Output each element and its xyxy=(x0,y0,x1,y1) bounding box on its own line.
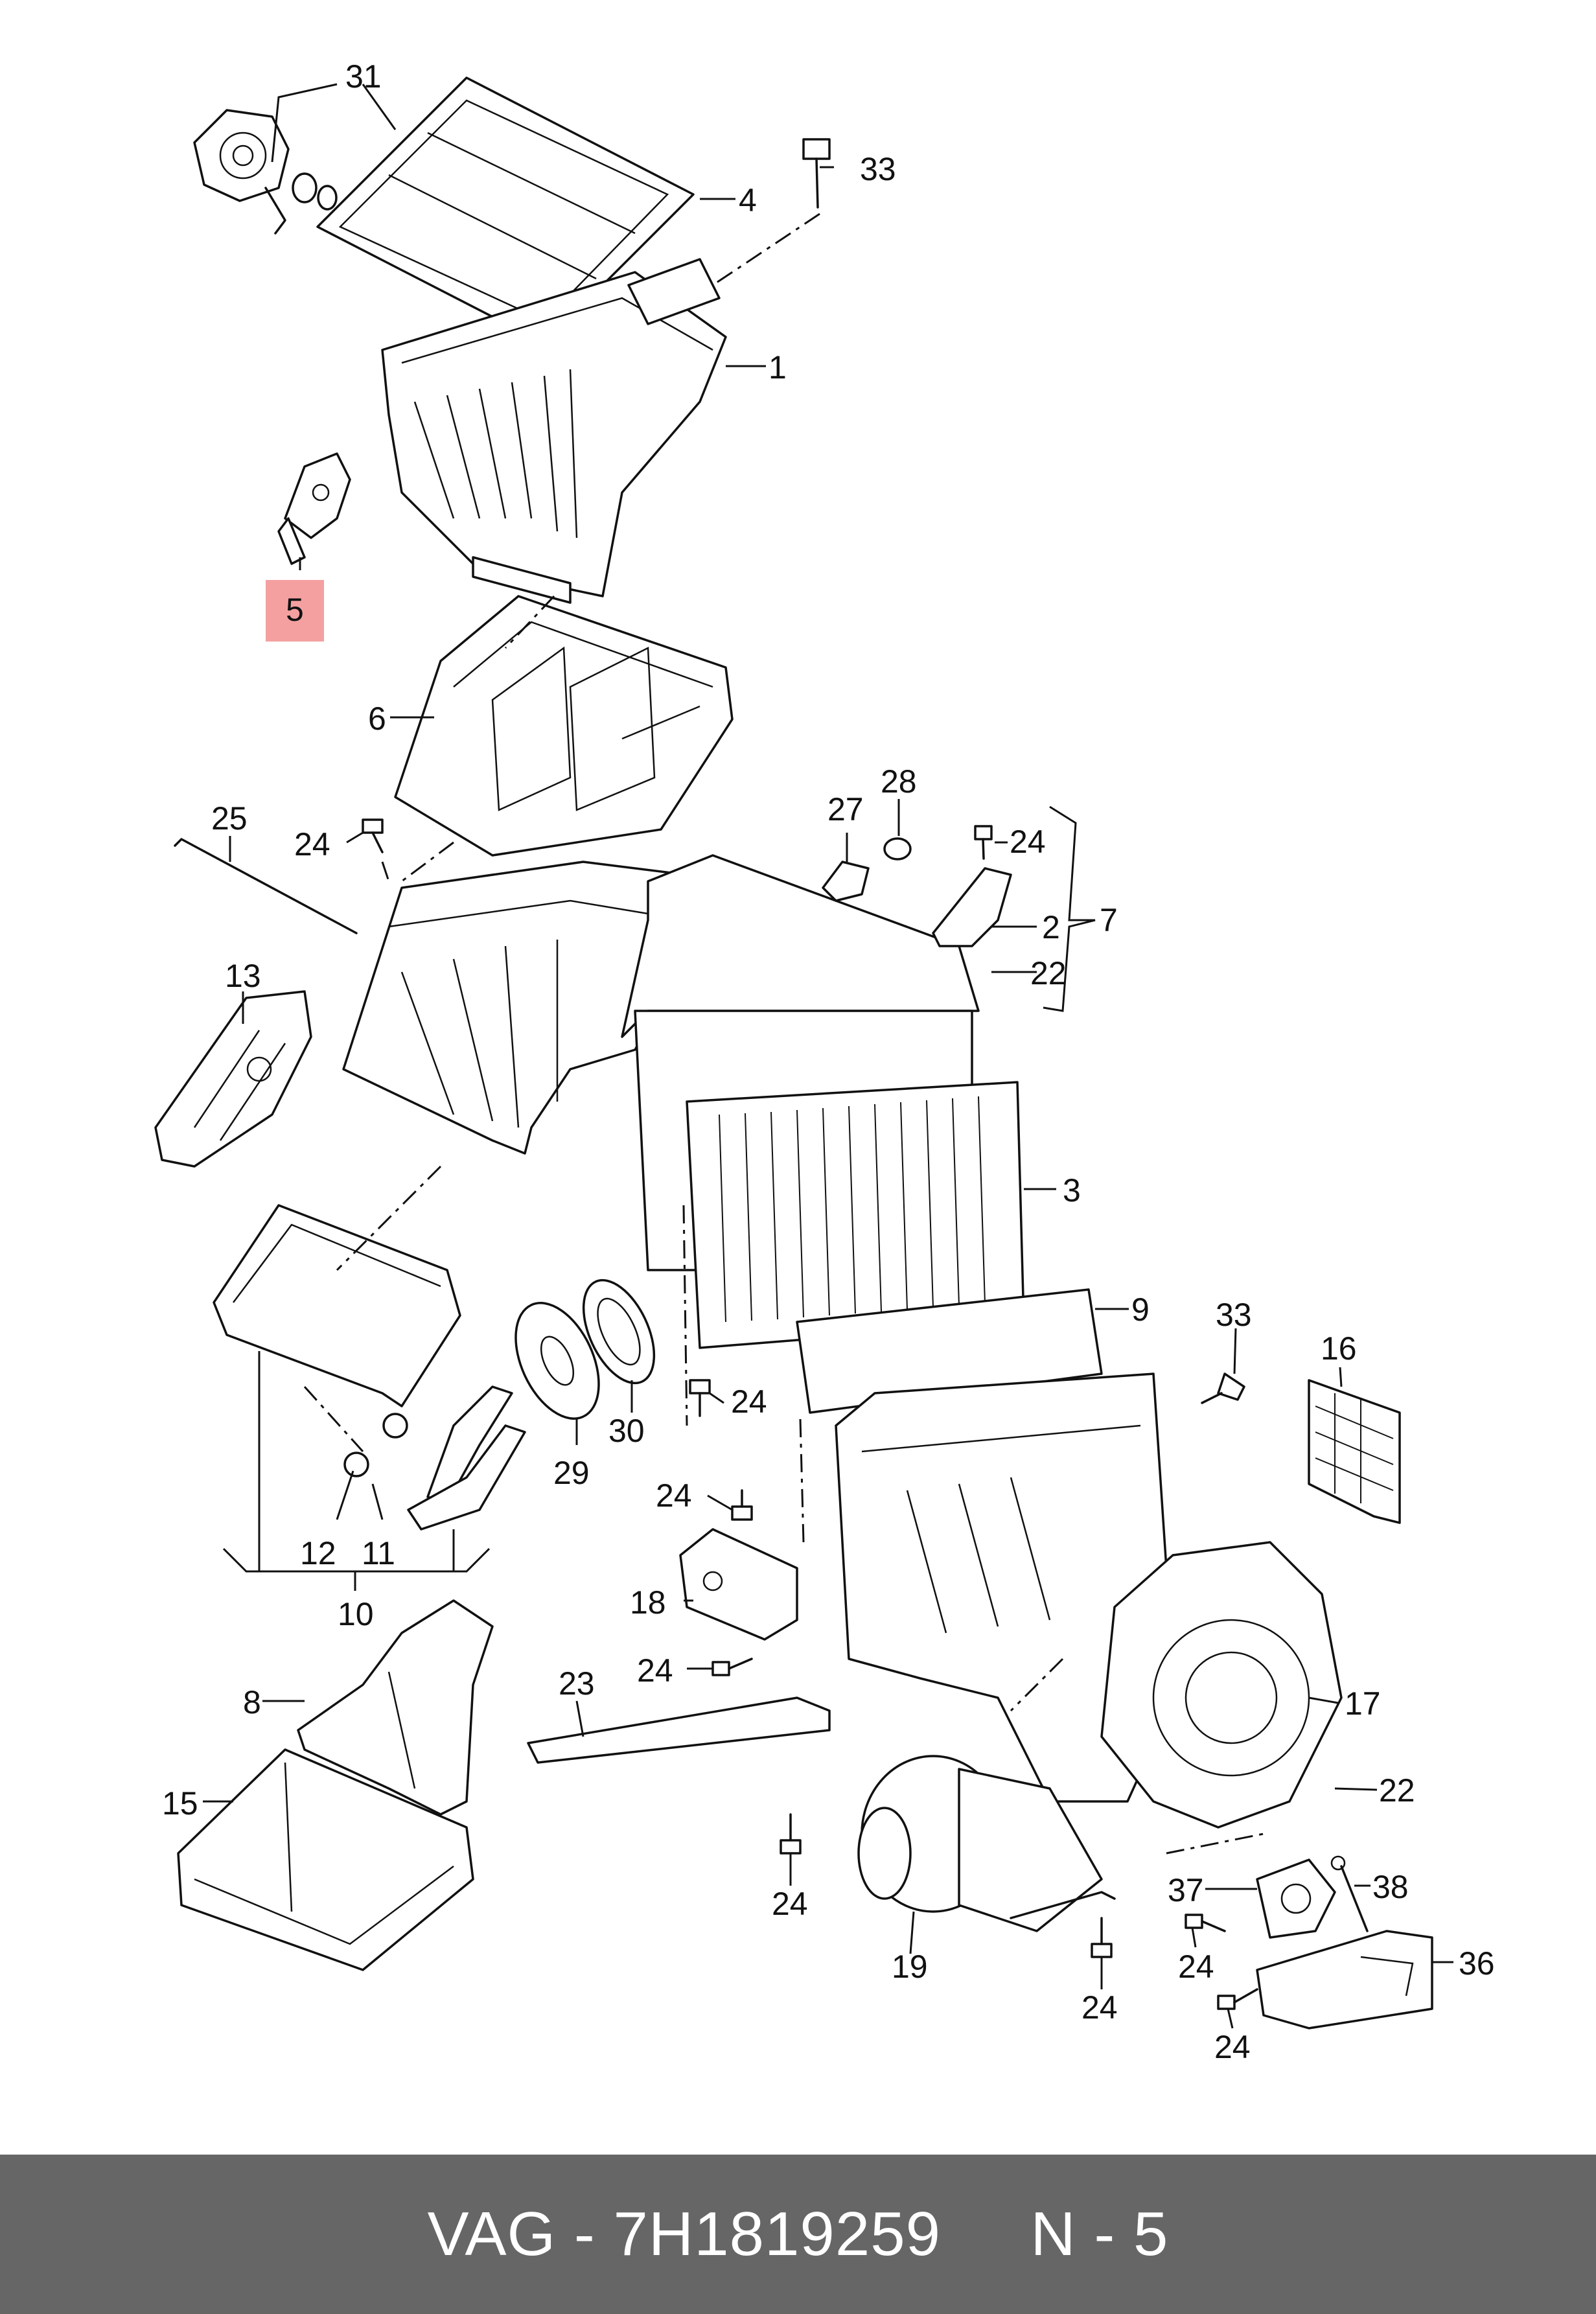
callout-13: 13 xyxy=(225,958,261,994)
callout-22-b: 22 xyxy=(1379,1772,1415,1809)
part-18-servo xyxy=(679,1528,798,1641)
part-25-rod xyxy=(174,838,358,934)
callout-25: 25 xyxy=(211,800,248,837)
screw-24c xyxy=(689,1379,711,1417)
callout-22-a: 22 xyxy=(1030,955,1067,991)
part-27-connector xyxy=(822,837,912,902)
part-3-evaporator xyxy=(634,1010,1025,1349)
part-31-actuator xyxy=(193,109,338,235)
callout-1: 1 xyxy=(769,349,787,386)
callout-27: 27 xyxy=(827,791,864,827)
callout-28: 28 xyxy=(881,763,917,800)
callout-24-f: 24 xyxy=(772,1886,808,1922)
callout-19: 19 xyxy=(892,1949,928,1985)
part-15-tray xyxy=(177,1748,474,1971)
part-29-grommet xyxy=(515,1302,600,1420)
callout-33: 33 xyxy=(860,151,896,187)
callout-17: 17 xyxy=(1345,1685,1381,1722)
part-4-filter-frame xyxy=(316,76,695,345)
callout-24-a: 24 xyxy=(294,826,330,862)
callout-10: 10 xyxy=(338,1596,374,1632)
screw-24g xyxy=(1185,1914,1226,1932)
callout-11: 11 xyxy=(362,1535,395,1571)
screw-24e xyxy=(711,1658,753,1676)
callout-2: 2 xyxy=(1042,909,1060,945)
callout-24-c: 24 xyxy=(731,1383,767,1420)
callout-16: 16 xyxy=(1321,1330,1357,1367)
part-6-intermediate-housing xyxy=(394,595,734,857)
part-17-blower-housing xyxy=(835,1372,1343,1829)
callout-6: 6 xyxy=(368,700,386,737)
parts-diagram: 31 33 4 1 5 6 25 24 27 28 24 2 7 22 13 3… xyxy=(154,58,1495,2065)
part-2-bracket xyxy=(932,867,1012,947)
part-16-mesh xyxy=(1308,1379,1401,1524)
part-36-bracket xyxy=(1256,1930,1433,2030)
part-13-side-actuator xyxy=(154,990,312,1168)
screw-24i xyxy=(1217,1988,1258,2010)
part-38-link xyxy=(1330,1855,1369,1932)
screw-24d xyxy=(731,1489,753,1521)
part-30-grommet xyxy=(582,1278,656,1385)
callout-30: 30 xyxy=(608,1413,645,1449)
callout-3: 3 xyxy=(1063,1172,1081,1209)
callout-24-i: 24 xyxy=(1214,2029,1251,2065)
part-19-blower-motor xyxy=(857,1755,1116,1932)
leader-lines xyxy=(203,83,1453,2029)
callout-12: 12 xyxy=(300,1535,336,1571)
callout-23: 23 xyxy=(559,1665,595,1702)
callout-18: 18 xyxy=(630,1584,666,1621)
callout-labels: 31 33 4 1 5 6 25 24 27 28 24 2 7 22 13 3… xyxy=(162,58,1495,2065)
part-37-actuator xyxy=(1256,1858,1336,1939)
part-8-air-duct xyxy=(297,1599,494,1816)
callout-36: 36 xyxy=(1459,1945,1495,1982)
lower-housing xyxy=(342,854,980,1155)
part-1-upper-housing xyxy=(381,258,727,604)
callout-37: 37 xyxy=(1168,1872,1204,1908)
part-5-bracket xyxy=(277,452,351,565)
screw-24a xyxy=(362,818,384,853)
callout-24-d: 24 xyxy=(656,1477,692,1514)
part-23-strip xyxy=(527,1696,831,1764)
callout-9: 9 xyxy=(1131,1291,1150,1328)
callout-5: 5 xyxy=(286,592,304,628)
group-bracket-10 xyxy=(222,1351,491,1591)
screw-24f xyxy=(780,1813,802,1855)
part-number-text: VAG - 7H1819259 N - 5 xyxy=(427,2199,1169,2269)
screw-24h xyxy=(1091,1917,1113,1958)
callout-24-g: 24 xyxy=(1178,1949,1214,1985)
screw-33a xyxy=(802,138,831,209)
callout-24-h: 24 xyxy=(1081,1989,1118,2026)
callout-5-highlight xyxy=(266,580,324,642)
part-10-heater-core xyxy=(213,1204,526,1531)
callout-7: 7 xyxy=(1100,902,1118,938)
callout-24-e: 24 xyxy=(637,1652,673,1689)
screw-33b xyxy=(1201,1372,1245,1404)
part-number-footer: VAG - 7H1819259 N - 5 xyxy=(0,2155,1596,2314)
callout-8: 8 xyxy=(243,1684,261,1720)
screw-24b xyxy=(974,825,993,860)
group-bracket-7 xyxy=(1043,805,1096,1012)
callout-38: 38 xyxy=(1372,1869,1409,1905)
callout-4: 4 xyxy=(739,182,757,218)
callout-24-b: 24 xyxy=(1010,824,1046,860)
callout-31: 31 xyxy=(345,58,382,95)
callout-29: 29 xyxy=(553,1455,590,1491)
callout-15: 15 xyxy=(162,1785,198,1822)
assembly-lines xyxy=(303,213,1264,1855)
callout-33-b: 33 xyxy=(1216,1297,1252,1333)
